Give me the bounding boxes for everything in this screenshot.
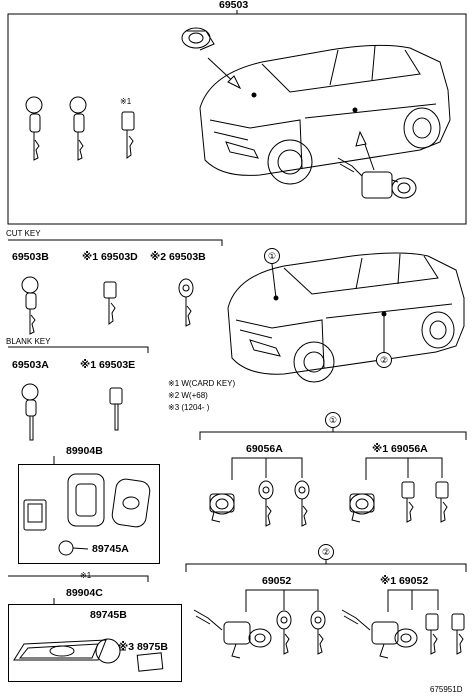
top-key-1-icon [25, 96, 43, 161]
cut-key-title: CUT KEY [6, 229, 41, 238]
figure-id: 675951D [430, 685, 463, 694]
cut-key-2-icon [103, 281, 117, 325]
set2-key-2-icon [310, 610, 326, 655]
label-89745b: 89745B [90, 609, 127, 621]
blank-key-1-icon [21, 383, 39, 441]
blank-key-title: BLANK KEY [6, 337, 51, 346]
top-frame [7, 13, 467, 225]
top-key-3-icon [121, 111, 135, 159]
label-69503-top: 69503 [219, 0, 249, 11]
set2-door-lock-1-icon [193, 609, 272, 659]
top-key-2-icon [69, 96, 87, 161]
label-89904b: 89904B [66, 445, 103, 457]
cut-key-part-2: ※1 69503D [82, 251, 138, 263]
set1-part-1: 69056A [246, 443, 283, 455]
set2-door-lock-2-icon [341, 609, 418, 659]
card-key-icon [13, 638, 164, 672]
set2-key-4-icon [451, 613, 465, 655]
callout-2-middle: ② [376, 352, 392, 368]
set2-bracket [185, 563, 467, 572]
box-89904b [18, 464, 160, 564]
callout-2-set: ② [318, 544, 334, 560]
set1-key-1-icon [258, 480, 274, 527]
note-3: ※3 (1204- ) [168, 403, 210, 412]
box-89904c [8, 604, 182, 682]
set1-bracket [199, 431, 467, 440]
label-89904c: 89904C [66, 587, 103, 599]
set1-key-3-icon [401, 481, 415, 523]
set2-key-1-icon [276, 610, 292, 655]
cut-key-3-icon [178, 278, 194, 327]
lock-cylinder-top-icon [181, 27, 215, 51]
set1-key-2-icon [294, 480, 310, 527]
callout-1-set: ① [325, 412, 341, 428]
set1-cylinder-1-icon [209, 493, 235, 523]
suv-middle-icon [227, 252, 465, 383]
cut-key-part-3: ※2 69503B [150, 251, 206, 263]
cut-key-part-1: 69503B [12, 251, 49, 263]
door-lock-top-icon [337, 157, 417, 199]
blank-key-part-1: 69503A [12, 359, 49, 371]
ref-mark-89904c: ※1 [80, 571, 92, 580]
cut-key-1-icon [21, 276, 39, 335]
set2-part-2: ※1 69052 [380, 575, 429, 587]
note-2: ※2 W(+68) [168, 391, 208, 400]
set1-part-2: ※1 69056A [372, 443, 428, 455]
set2-key-3-icon [425, 613, 439, 655]
ref-mark-top: ※1 [120, 97, 132, 106]
set1-key-4-icon [435, 481, 449, 523]
blank-key-bracket [8, 346, 149, 353]
set2-part-1: 69052 [262, 575, 292, 587]
callout-1-middle: ① [264, 248, 280, 264]
note-1: ※1 W(CARD KEY) [168, 379, 236, 388]
set1-cylinder-2-icon [349, 493, 375, 523]
label-8975b: ※3 8975B [118, 641, 168, 653]
label-89745a: 89745A [92, 543, 129, 555]
blank-key-part-2: ※1 69503E [80, 359, 136, 371]
suv-top-icon [199, 44, 451, 185]
smart-key-fob-icon [23, 473, 151, 556]
blank-key-2-icon [109, 387, 123, 431]
cut-key-bracket [8, 239, 223, 246]
